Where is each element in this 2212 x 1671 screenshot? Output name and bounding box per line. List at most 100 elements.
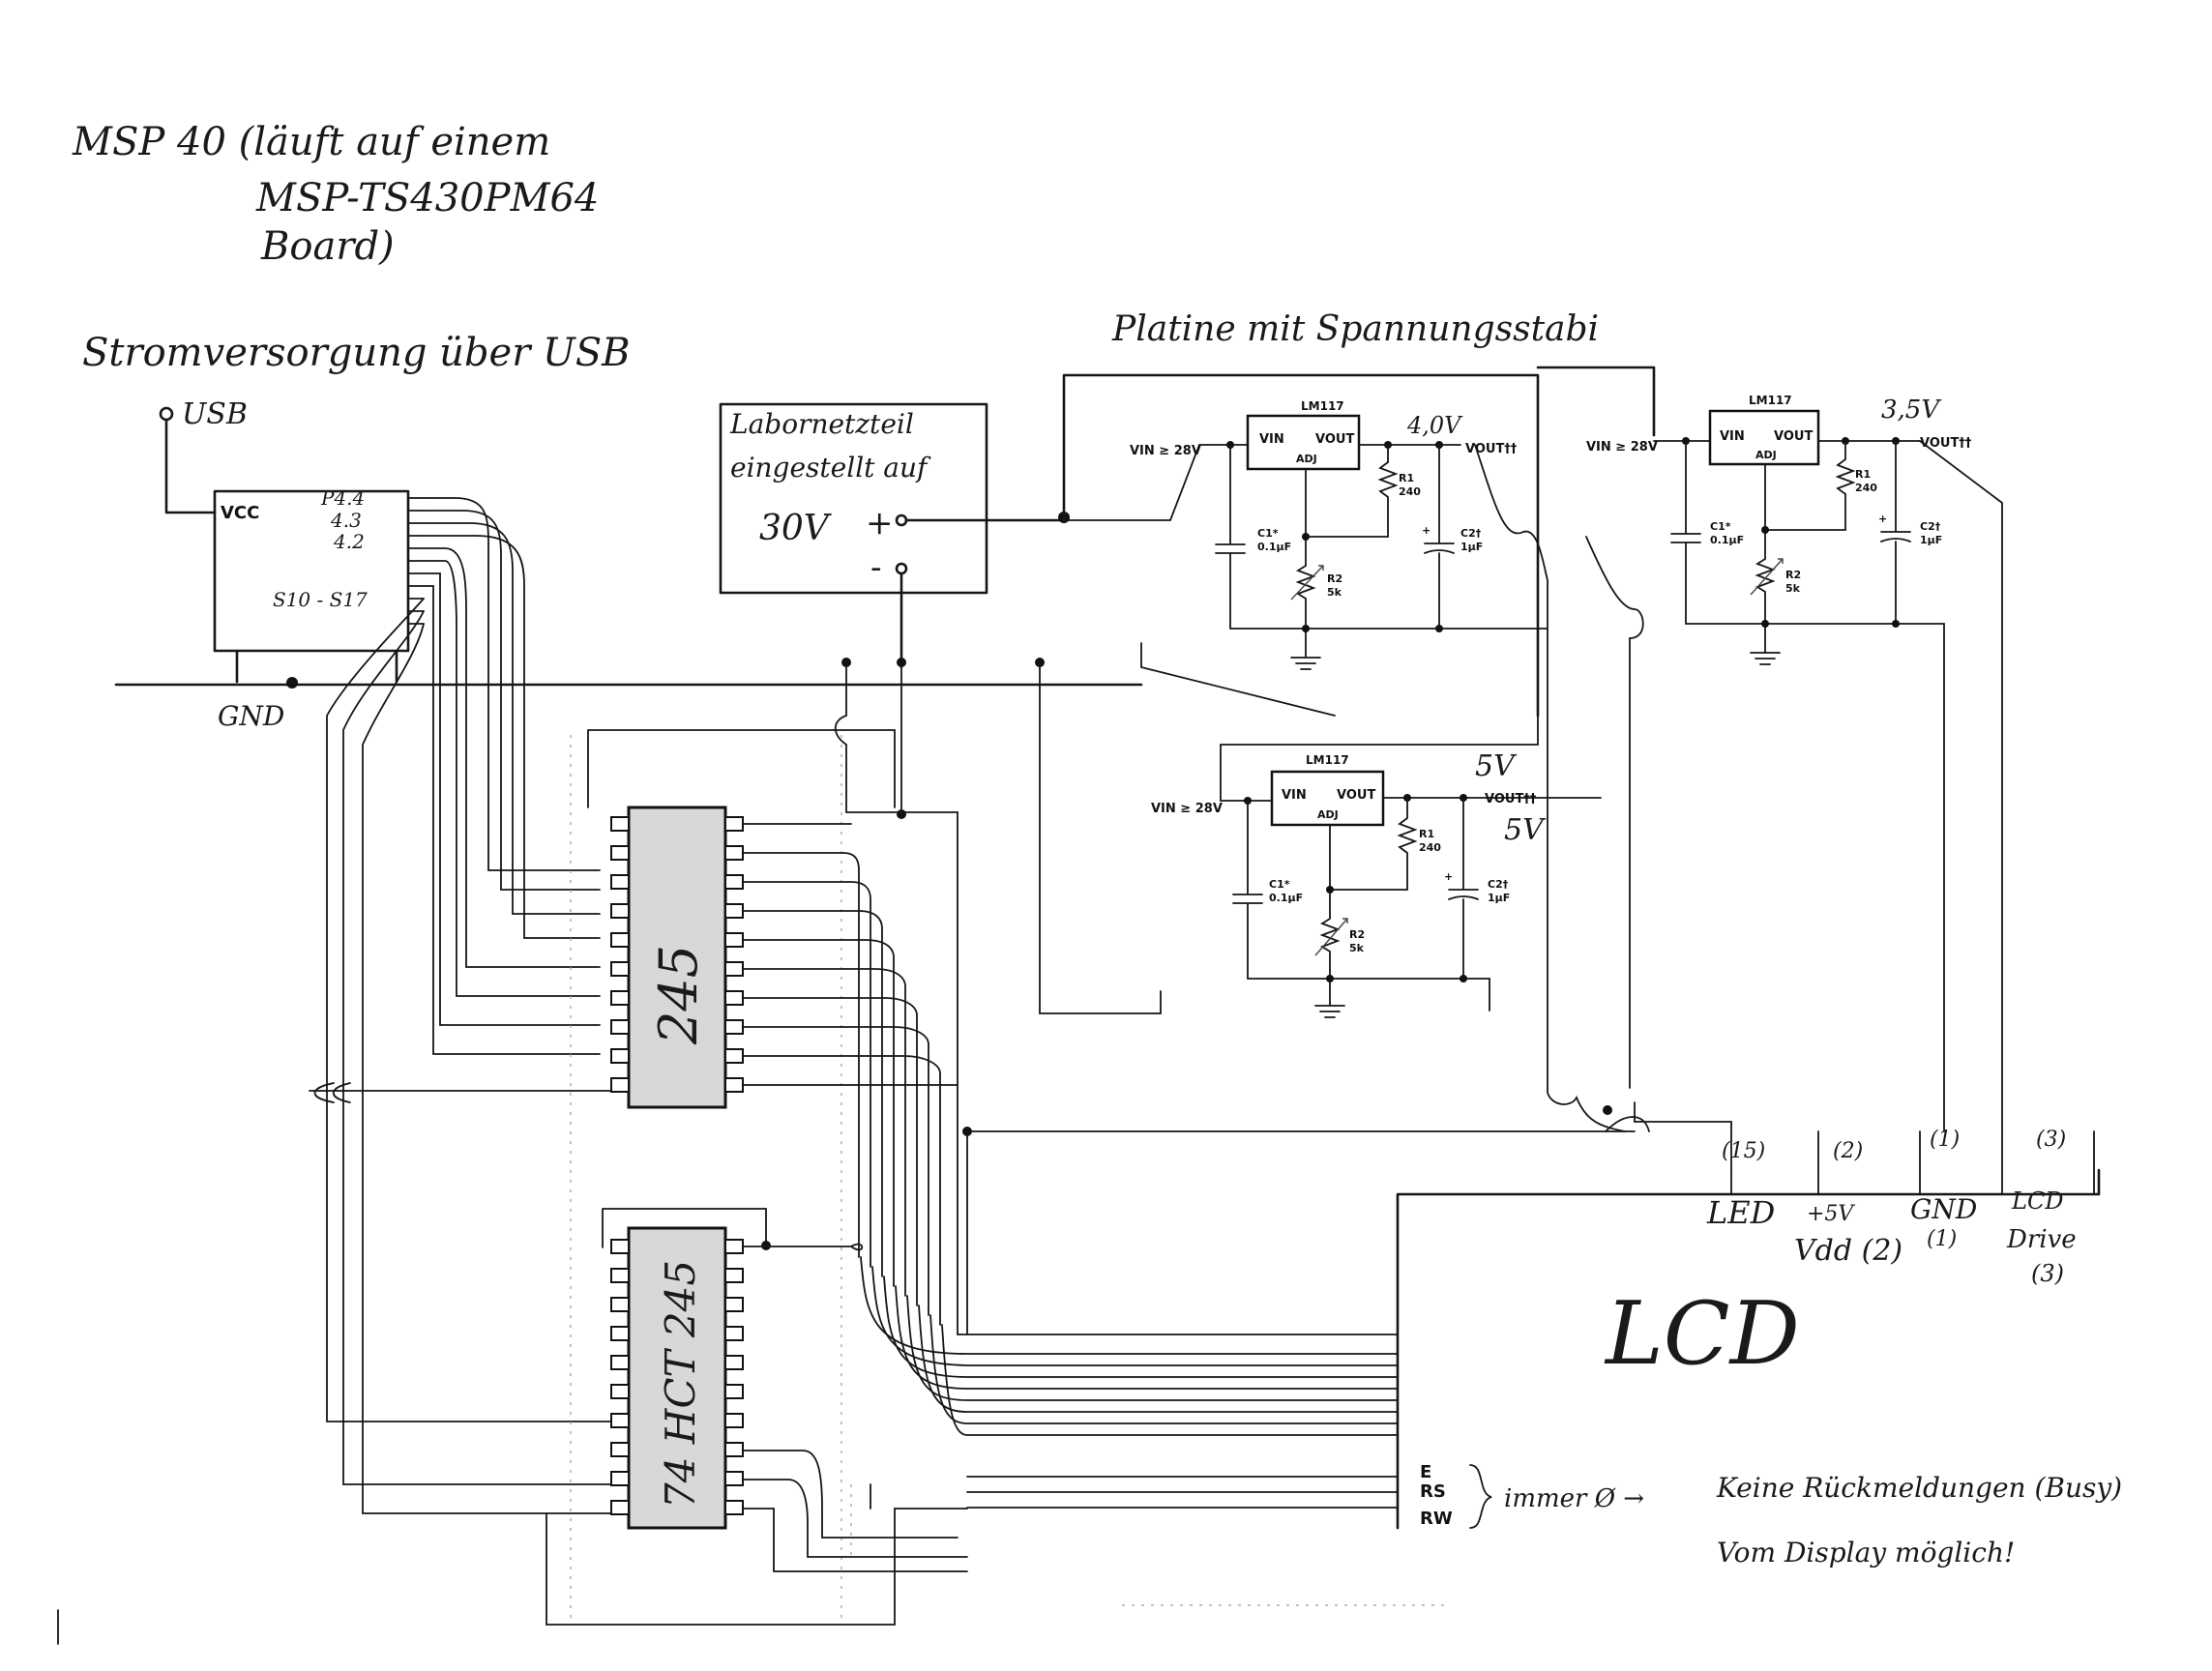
- remark-line1: Keine Rückmeldungen (Busy): [1716, 1472, 2122, 1504]
- reg3-name: LM117: [1306, 753, 1349, 767]
- reg1-r1: R1: [1399, 472, 1414, 484]
- reg1-r1-value: 240: [1399, 485, 1421, 498]
- lower-chip-label: 74 HCT 245: [657, 1260, 704, 1509]
- upper-chip-output-wires: [742, 666, 959, 1326]
- reg3-vin: VIN ≥ 28V: [1151, 802, 1223, 816]
- msp-seg-pins: S10 - S17: [273, 588, 368, 611]
- control-brace: [1469, 1464, 1492, 1529]
- reg1-c2: C2†: [1460, 527, 1482, 540]
- reg1-c1: C1*: [1257, 527, 1279, 540]
- lcd-vdd-pin: Vdd (2): [1794, 1234, 1902, 1268]
- msp-note-line3: Board): [260, 224, 395, 269]
- reg3-vout-pin: VOUT: [1337, 788, 1375, 803]
- msp-signal-bundle: [309, 497, 678, 1514]
- regulator-5v: VIN ≥ 28V LM117 VIN VOUT ADJ 5V 5V VOUT†…: [1039, 661, 1602, 1018]
- reg3-output-label-2: 5V: [1504, 813, 1547, 847]
- platine-note: Platine mit Spannungsstabi: [1111, 309, 1599, 349]
- lower-chip-output-wires: [546, 1243, 968, 1626]
- lcd-pin-gnd-num: (1): [1930, 1128, 1960, 1152]
- lcd-drive-top: LCD: [2011, 1187, 2064, 1215]
- reg2-c1: C1*: [1710, 520, 1731, 533]
- lcd-e-pin: E: [1420, 1462, 1431, 1482]
- reg2-r1: R1: [1855, 468, 1871, 481]
- lcd-vdd-top: +5V: [1807, 1202, 1855, 1226]
- lab-plus-terminal: +: [866, 504, 894, 542]
- reg3-c2-value: 1µF: [1488, 892, 1510, 904]
- reg3-r1-value: 240: [1419, 841, 1441, 854]
- reg1-c2-value: 1µF: [1460, 541, 1483, 553]
- lcd-rs-pin: RS: [1420, 1481, 1446, 1502]
- reg3-output-label: 5V: [1475, 749, 1518, 783]
- lcd-pin-drive-num: (3): [2036, 1128, 2066, 1152]
- regulator-3v5: VIN ≥ 28V LM117 VIN VOUT ADJ 3,5V VOUT††…: [1586, 394, 1972, 665]
- msp-board: VCC P4.4 4.3 4.2 S10 - S17: [213, 486, 425, 684]
- reg3-r2: R2: [1349, 928, 1365, 941]
- reg3-vin-pin: VIN: [1282, 788, 1307, 803]
- reg3-c2-plus: +: [1444, 870, 1453, 883]
- lcd-gnd-num: (1): [1927, 1227, 1957, 1251]
- reg1-vin-pin: VIN: [1259, 432, 1284, 447]
- msp-p44-pin: P4.4: [320, 486, 365, 510]
- reg3-c2: C2†: [1488, 878, 1509, 891]
- msp-note-line2: MSP-TS430PM64: [255, 176, 599, 220]
- reg1-c2-plus: +: [1422, 524, 1430, 537]
- reg2-adj-pin: ADJ: [1755, 449, 1777, 461]
- upper-245-chip: 245: [587, 729, 896, 1109]
- reg2-name: LM117: [1749, 394, 1792, 407]
- reg2-vout: VOUT††: [1920, 436, 1972, 451]
- reg1-vin: VIN ≥ 28V: [1130, 444, 1201, 458]
- msp-p42-pin: 4.2: [333, 530, 365, 553]
- reg1-c1-value: 0.1µF: [1257, 541, 1291, 553]
- msp-vcc-pin: VCC: [221, 503, 259, 523]
- reg2-r2-value: 5k: [1785, 582, 1801, 595]
- lab-power-supply: Labornetzteil eingestellt auf 30V + -: [719, 402, 1070, 669]
- reg3-r1: R1: [1419, 828, 1434, 840]
- lab-minus-terminal: -: [870, 548, 882, 587]
- reg2-c2: C2†: [1920, 520, 1941, 533]
- lcd-gnd-pin: GND: [1910, 1193, 1977, 1225]
- reg3-vout: VOUT††: [1485, 792, 1537, 806]
- lcd-led-pin: LED: [1706, 1194, 1775, 1231]
- usb-vcc-wire: [164, 418, 217, 514]
- reg1-r2-value: 5k: [1327, 586, 1342, 599]
- usb-label: USB: [182, 397, 248, 431]
- lcd-pin-vdd-num: (2): [1833, 1139, 1863, 1163]
- reg2-c2-value: 1µF: [1920, 534, 1942, 546]
- msp-p43-pin: 4.3: [330, 509, 362, 532]
- lower-74hct245-chip: 74 HCT 245: [602, 1208, 771, 1530]
- reg1-name: LM117: [1301, 399, 1344, 413]
- lcd-power-wires: [962, 440, 2003, 1335]
- lcd-data-bus: [860, 1256, 1399, 1509]
- reg3-adj-pin: ADJ: [1317, 808, 1339, 821]
- reg2-vout-pin: VOUT: [1774, 429, 1813, 444]
- reg1-output-label: 4,0V: [1406, 412, 1463, 439]
- reg3-r2-value: 5k: [1349, 942, 1365, 954]
- reg2-r1-value: 240: [1855, 482, 1877, 494]
- reg2-vin-pin: VIN: [1720, 429, 1745, 444]
- reg1-vout: VOUT††: [1465, 442, 1518, 456]
- reg2-vin: VIN ≥ 28V: [1586, 440, 1658, 454]
- lcd-drive-pin: Drive: [2006, 1225, 2077, 1254]
- platine-outline: [1062, 366, 1656, 718]
- control-brace-note: immer Ø →: [1504, 1484, 1644, 1513]
- lcd-drive-num: (3): [2031, 1260, 2064, 1287]
- lab-voltage: 30V: [759, 509, 833, 548]
- remark-line2: Vom Display möglich!: [1717, 1537, 2015, 1568]
- usb-terminal: [159, 406, 174, 422]
- reg2-r2: R2: [1785, 569, 1801, 581]
- reg3-c1: C1*: [1269, 878, 1290, 891]
- gnd-label: GND: [218, 700, 284, 732]
- reg3-c1-value: 0.1µF: [1269, 892, 1303, 904]
- reg2-c2-plus: +: [1878, 513, 1887, 525]
- reg1-adj-pin: ADJ: [1296, 453, 1317, 465]
- lcd-title: LCD: [1604, 1283, 1800, 1385]
- upper-chip-label: 245: [648, 945, 709, 1045]
- lab-note-line1: Labornetzteil: [729, 408, 914, 440]
- lab-note-line2: eingestellt auf: [730, 452, 931, 484]
- msp-note-line1: MSP 40 (läuft auf einem: [72, 120, 550, 164]
- lcd-pin-led-num: (15): [1722, 1139, 1765, 1163]
- reg2-c1-value: 0.1µF: [1710, 534, 1744, 546]
- regulator-4v: VIN ≥ 28V LM117 VIN VOUT ADJ 4,0V VOUT††…: [1063, 399, 1548, 670]
- reg2-output-label: 3,5V: [1881, 396, 1941, 425]
